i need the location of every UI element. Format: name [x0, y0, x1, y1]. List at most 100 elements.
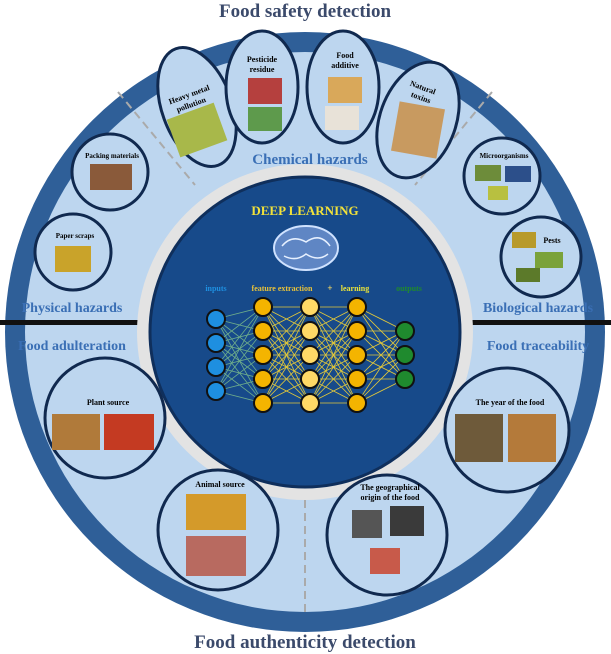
- network-node: [253, 297, 273, 317]
- title-food-authenticity: Food authenticity detection: [194, 632, 416, 653]
- label-chemical: Chemical hazards: [252, 152, 368, 168]
- network-node: [347, 345, 367, 365]
- item-paper-scraps: Paper scraps: [33, 212, 113, 292]
- item-food-additive: Food additive: [305, 29, 381, 145]
- pests-image-3: [516, 268, 540, 282]
- network-node: [206, 381, 226, 401]
- animal-image-1: [186, 494, 246, 530]
- network-edge: [309, 306, 358, 356]
- network-node: [395, 369, 415, 389]
- network-node: [206, 357, 226, 377]
- apples-image: [248, 78, 282, 104]
- item-pesticide: Pesticide residue: [224, 29, 300, 145]
- learning-label: learning: [341, 284, 369, 293]
- network-node: [253, 321, 273, 341]
- dashed-divider-left: [117, 91, 196, 186]
- origin-image-1: [352, 510, 382, 538]
- title-food-safety: Food safety detection: [219, 1, 391, 22]
- network-node: [253, 393, 273, 413]
- micro-image-3: [488, 186, 508, 200]
- network-edge: [262, 306, 311, 404]
- network-edge: [215, 306, 264, 392]
- origin-image-2: [390, 506, 424, 536]
- pests-label: Pests: [543, 236, 560, 245]
- item-pests: Pests: [499, 215, 583, 299]
- network-edge: [356, 354, 406, 404]
- label-traceability: Food traceability: [487, 339, 589, 354]
- network-node: [300, 297, 320, 317]
- deep-learning-title: DEEP LEARNING: [251, 203, 358, 218]
- paper-image: [55, 246, 91, 272]
- item-plant-source: Plant source: [43, 356, 167, 480]
- network-edge: [215, 330, 264, 392]
- additive-label-2: additive: [331, 61, 359, 70]
- network-edge: [309, 306, 358, 404]
- pesticide-label-1: Pesticide: [247, 55, 278, 64]
- network-node: [300, 321, 320, 341]
- network-node: [347, 297, 367, 317]
- network-edge: [309, 330, 358, 404]
- item-packing-materials: Packing materials: [70, 132, 150, 212]
- feature-extraction-label: feature extraction: [252, 284, 313, 293]
- divider-left: [0, 320, 145, 325]
- plant-image-1: [52, 414, 100, 450]
- item-microorganisms: Microorganisms: [462, 136, 542, 216]
- packing-label: Packing materials: [85, 152, 139, 160]
- item-natural-toxins: Natural toxins: [375, 60, 461, 180]
- network-node: [253, 345, 273, 365]
- year-label: The year of the food: [476, 398, 545, 407]
- network-node: [206, 309, 226, 329]
- plant-label: Plant source: [87, 398, 130, 407]
- network-node: [253, 369, 273, 389]
- network-node: [347, 393, 367, 413]
- item-year-of-food: The year of the food: [443, 366, 571, 494]
- additive-label-1: Food: [336, 51, 354, 60]
- network-node: [206, 333, 226, 353]
- brain-icon: [273, 225, 339, 271]
- origin-label-2: origin of the food: [361, 493, 420, 502]
- animal-label: Animal source: [195, 480, 245, 489]
- network-edge: [262, 354, 311, 404]
- network-edge: [262, 330, 311, 404]
- pests-image-1: [512, 232, 536, 248]
- dashed-divider-right: [414, 91, 493, 186]
- network-edge: [309, 306, 358, 380]
- pests-image-2: [535, 252, 563, 268]
- network-node: [300, 345, 320, 365]
- item-animal-source: Animal source: [156, 468, 280, 592]
- packing-image: [90, 164, 132, 190]
- network-edge: [215, 306, 264, 368]
- micro-image-2: [505, 166, 531, 182]
- pesticide-label-2: residue: [250, 65, 275, 74]
- spraying-image: [248, 107, 282, 131]
- origin-label-1: The geographical: [360, 483, 420, 492]
- outputs-label: outputs: [396, 284, 422, 293]
- network-edge: [262, 306, 311, 380]
- paper-label: Paper scraps: [56, 232, 95, 240]
- year-image-2: [508, 414, 556, 462]
- network-node: [347, 369, 367, 389]
- micro-image-1: [475, 165, 501, 181]
- additive-image-2: [325, 106, 359, 130]
- toxins-image: [391, 101, 445, 159]
- origin-image-3: [370, 548, 400, 574]
- inputs-label: inputs: [205, 284, 226, 293]
- label-adulteration: Food adulteration: [18, 339, 126, 354]
- item-geographical-origin: The geographical origin of the food: [325, 473, 449, 597]
- network-node: [347, 321, 367, 341]
- label-physical: Physical hazards: [22, 301, 123, 316]
- network-node: [395, 345, 415, 365]
- network-edge: [356, 330, 406, 380]
- plant-image-2: [104, 414, 154, 450]
- divider-right: [466, 320, 611, 325]
- plus-label: +: [327, 283, 332, 293]
- network-edge: [262, 306, 311, 356]
- micro-label: Microorganisms: [480, 152, 529, 160]
- item-heavy-metal: Heavy metal pollution: [156, 46, 238, 168]
- network-node: [300, 369, 320, 389]
- animal-image-2: [186, 536, 246, 576]
- heavy-metal-image: [166, 102, 228, 158]
- label-biological: Biological hazards: [483, 301, 594, 316]
